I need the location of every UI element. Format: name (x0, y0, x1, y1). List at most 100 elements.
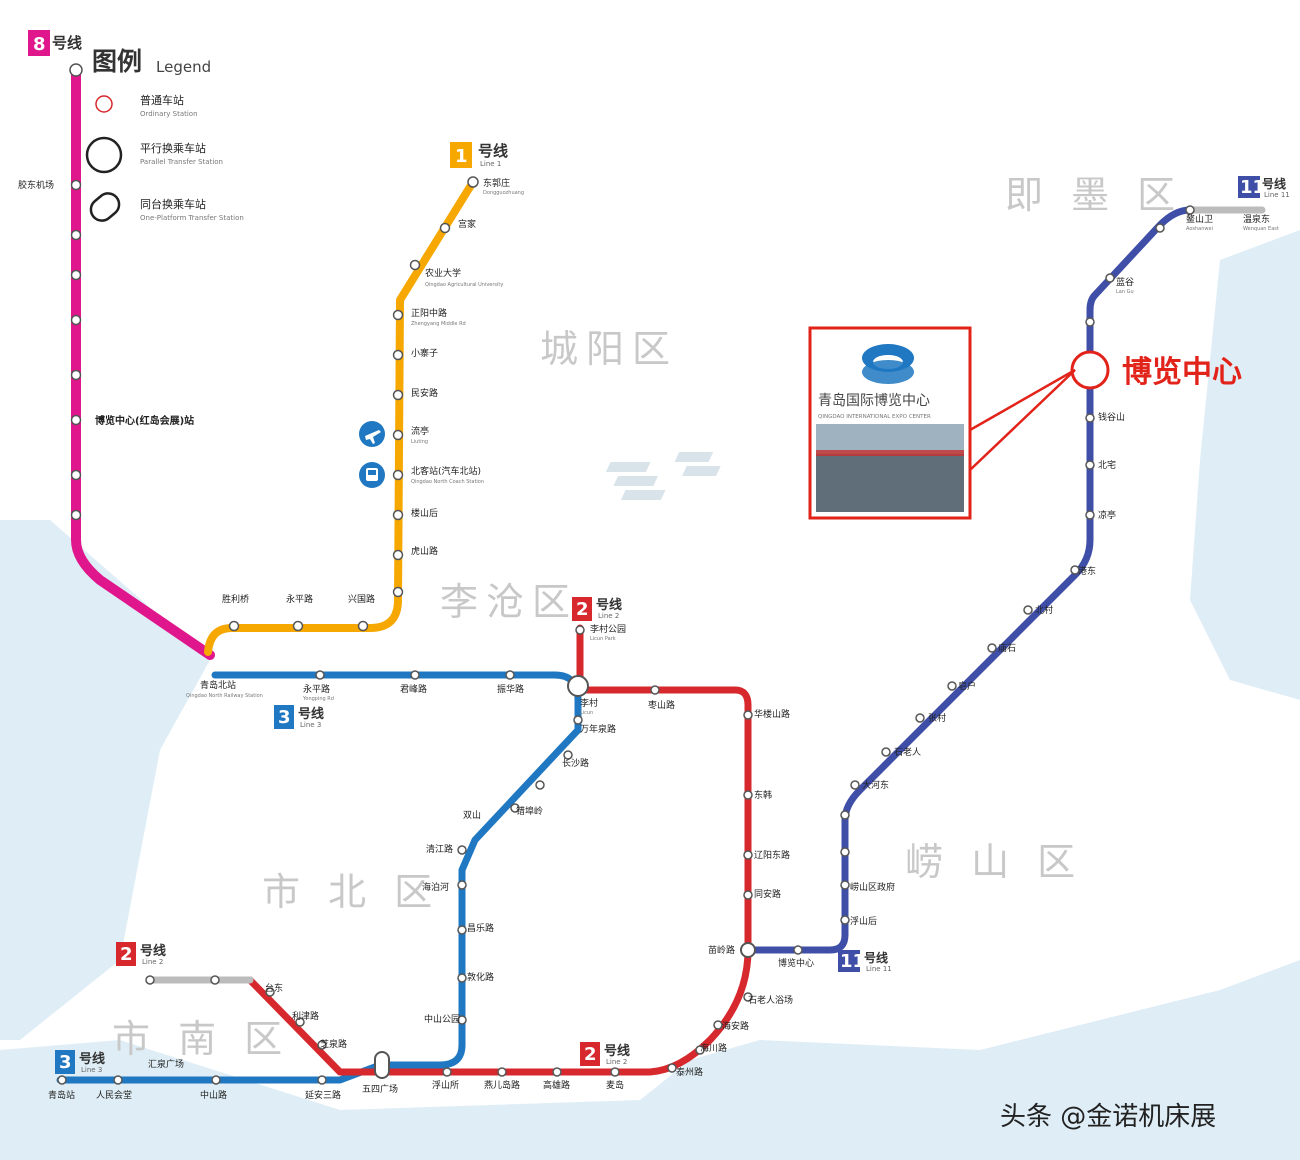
station-label: 东郭庄 (483, 177, 510, 189)
line2-badge-west-num: 2 (120, 944, 133, 965)
legend-ordinary-cn: 普通车站 (140, 93, 184, 107)
station-dot (457, 845, 467, 855)
station-label: 人民会堂 (96, 1089, 132, 1101)
expo-callout-label: 博览中心 (1122, 355, 1242, 390)
station-dot (881, 747, 891, 757)
station-label: 永平路 (286, 593, 313, 605)
line2-badge-west (116, 942, 136, 966)
station-label: 海安路 (722, 1020, 749, 1032)
station-label: 浮山所 (432, 1079, 459, 1091)
station-label: 中山路 (200, 1089, 227, 1101)
station-dot (211, 1075, 221, 1085)
line3-en: Line 3 (300, 721, 321, 729)
station-dot (1023, 605, 1033, 615)
station-label: 皂户 (958, 680, 976, 692)
station-label: 楼山后 (411, 507, 438, 519)
line11-en: Line 11 (1264, 191, 1290, 199)
station-dot (1105, 273, 1115, 283)
line3-badge-west-label: 号线 (79, 1051, 105, 1067)
line11-badge-south (838, 950, 860, 972)
station-label: 崂山区政府 (850, 881, 895, 893)
station-label: 宫家 (458, 218, 476, 230)
station-label: 苗岭路 (708, 944, 735, 956)
legend-ordinary-symbol (95, 95, 113, 113)
line11-badge-south-label: 号线 (864, 950, 888, 965)
station-dot (743, 890, 753, 900)
station-dot (70, 269, 82, 281)
station-label: 博览中心(红岛会展)站 (95, 414, 194, 427)
station-label: 蓝谷 (1116, 276, 1134, 288)
line1-route (204, 178, 477, 656)
station-label: 高雄路 (543, 1079, 570, 1091)
line8-badge (28, 30, 50, 56)
station-dot (409, 259, 421, 271)
station-dot (145, 975, 155, 985)
station-label: 东韩 (754, 789, 772, 801)
station-dot (713, 1020, 723, 1030)
station-dot (457, 1015, 467, 1025)
station-label: 博览中心 (778, 957, 814, 969)
station-labels: 胶东机场 博览中心(红岛会展)站 青岛北站 Qingdao North Rail… (18, 177, 1279, 1101)
district-licang: 李沧区 (440, 580, 578, 624)
station-dot (510, 803, 520, 813)
station-dot (987, 643, 997, 653)
station-dot (292, 620, 304, 632)
line-badges: 8 号线 1 号线 Line 1 2 号线 Line 2 3 号线 Line 3… (28, 30, 1290, 1074)
station-label: 台东 (265, 982, 283, 994)
station-label: 北客站(汽车北站) (411, 465, 481, 477)
station-dot (840, 880, 850, 890)
station-dot (1085, 460, 1095, 470)
station-dot (575, 625, 585, 635)
station-label: 温泉东 (1243, 213, 1270, 225)
station-dot (743, 710, 753, 720)
station-dot (457, 880, 467, 890)
line2-badge-west-label: 号线 (140, 943, 166, 959)
station-dot (667, 1063, 677, 1073)
station-dot (1155, 223, 1165, 233)
station-dot (442, 1067, 452, 1077)
station-label: 振华路 (497, 683, 524, 695)
station-dot (317, 1075, 327, 1085)
station-dot (317, 1040, 327, 1050)
line1-en: Line 1 (480, 160, 501, 168)
station-dot (457, 973, 467, 983)
line11-num: 11 (1240, 177, 1265, 198)
station-label: 大河东 (862, 779, 889, 791)
line3-badge-west-num: 3 (59, 1052, 72, 1073)
station-label-en: Licun (580, 710, 593, 716)
station-label: 港东 (1078, 565, 1096, 577)
line2-badge-west-en: Line 2 (142, 958, 163, 966)
station-label: 枣山路 (648, 699, 675, 711)
station-label: 青岛北站 (200, 679, 236, 691)
line1-badge (450, 142, 472, 168)
expo-logo-icon (862, 344, 914, 384)
station-label-en: Zhengyang Middle Rd (411, 321, 466, 327)
station-dot (295, 1017, 305, 1027)
line3-badge-west (55, 1050, 75, 1074)
station-dot (228, 620, 240, 632)
legend-title: 图例 (92, 47, 142, 76)
station-label: 民安路 (411, 387, 438, 399)
station-label: 错埠岭 (516, 805, 543, 817)
station-dot (573, 715, 583, 725)
line8-label: 号线 (52, 34, 82, 52)
line3-num: 3 (278, 707, 291, 728)
station-dot (497, 1067, 507, 1077)
station-dot (392, 549, 404, 561)
legend-oneplatform-en: One-Platform Transfer Station (140, 214, 244, 222)
line1-label: 号线 (478, 142, 508, 160)
station-dot (315, 670, 325, 680)
station-dot (392, 389, 404, 401)
district-shibei: 市 北 区 (262, 870, 440, 914)
line11-label: 号线 (1262, 176, 1286, 191)
station-label-en: Wenquan East (1243, 226, 1279, 232)
station-dot (70, 414, 82, 426)
station-label-en: Qingdao Agricultural University (425, 282, 503, 288)
station-dot (392, 509, 404, 521)
station-label: 双山 (463, 810, 481, 821)
line2-badge-south-en: Line 2 (606, 1058, 627, 1066)
station-label: 长沙路 (562, 757, 589, 769)
line2-num: 2 (576, 599, 589, 620)
station-label-en: Aoshanwei (1186, 226, 1213, 232)
station-label: 青岛站 (48, 1089, 75, 1101)
